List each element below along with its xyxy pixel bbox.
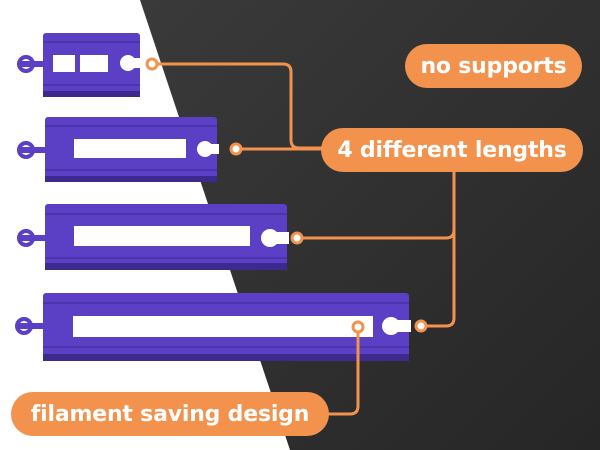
label-no-supports-text: no supports <box>420 53 567 79</box>
marker-dot-piece-2 <box>229 142 243 156</box>
marker-dot-piece-4-end <box>414 319 428 333</box>
marker-dot-piece-1 <box>145 57 159 71</box>
track-piece-shortest <box>17 33 142 97</box>
track-piece-short <box>17 117 219 182</box>
label-filament-saving-text: filament saving design <box>30 401 310 427</box>
label-filament-saving: filament saving design <box>11 392 329 436</box>
track-piece-long <box>15 293 411 361</box>
label-different-lengths-text: 4 different lengths <box>337 137 567 163</box>
callout-dots <box>145 57 428 334</box>
callout-lines <box>150 62 456 416</box>
marker-dot-piece-3 <box>290 231 304 245</box>
label-different-lengths: 4 different lengths <box>321 128 583 172</box>
label-no-supports: no supports <box>405 44 582 88</box>
callout-line-filament <box>327 326 360 416</box>
callout-line-lengths-trunk <box>419 170 456 328</box>
callout-line-piece-3 <box>295 228 456 240</box>
track-piece-medium <box>17 204 289 270</box>
marker-dot-piece-4-slot <box>351 320 365 334</box>
